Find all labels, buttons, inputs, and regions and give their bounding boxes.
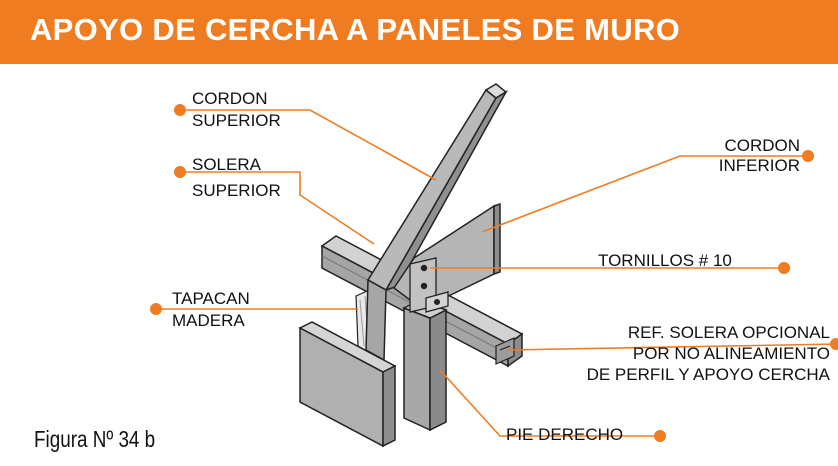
label-line: SUPERIOR bbox=[192, 181, 281, 200]
tapacan-madera-board bbox=[298, 321, 397, 448]
label-line: CORDON bbox=[724, 136, 800, 155]
label-cordon-inferior: CORDON INFERIOR bbox=[719, 136, 800, 176]
label-line: POR NO ALINEAMIENTO bbox=[632, 344, 830, 363]
label-pie-derecho: PIE DERECHO bbox=[506, 425, 624, 444]
title-bar: APOYO DE CERCHA A PANELES DE MURO bbox=[0, 0, 838, 64]
label-line: REF. SOLERA OPCIONAL bbox=[627, 323, 830, 342]
label-tapacan-madera: TAPACAN MADERA bbox=[172, 288, 250, 332]
label-line: TAPACAN bbox=[172, 289, 250, 308]
label-line: SOLERA bbox=[192, 155, 261, 174]
label-line: DE PERFIL Y APOYO CERCHA bbox=[586, 365, 830, 384]
figure-caption: Figura Nº 34 b bbox=[34, 426, 156, 452]
cordon-superior-chord bbox=[365, 83, 509, 362]
screw-connector bbox=[409, 257, 449, 313]
label-line: CORDON bbox=[192, 89, 268, 108]
leader-lines bbox=[156, 109, 838, 437]
label-tornillos: TORNILLOS # 10 bbox=[598, 251, 732, 270]
label-markers bbox=[150, 104, 838, 442]
label-solera-superior: SOLERA SUPERIOR bbox=[192, 152, 281, 204]
page-title: APOYO DE CERCHA A PANELES DE MURO bbox=[30, 12, 681, 47]
pie-derecho-stud bbox=[402, 299, 448, 432]
label-ref-solera: REF. SOLERA OPCIONAL POR NO ALINEAMIENTO… bbox=[587, 322, 830, 385]
label-cordon-superior: CORDON SUPERIOR bbox=[192, 88, 281, 132]
label-line: MADERA bbox=[172, 311, 245, 330]
ref-solera-plate bbox=[495, 337, 515, 365]
label-line: SUPERIOR bbox=[192, 111, 281, 130]
label-line: INFERIOR bbox=[718, 156, 800, 175]
